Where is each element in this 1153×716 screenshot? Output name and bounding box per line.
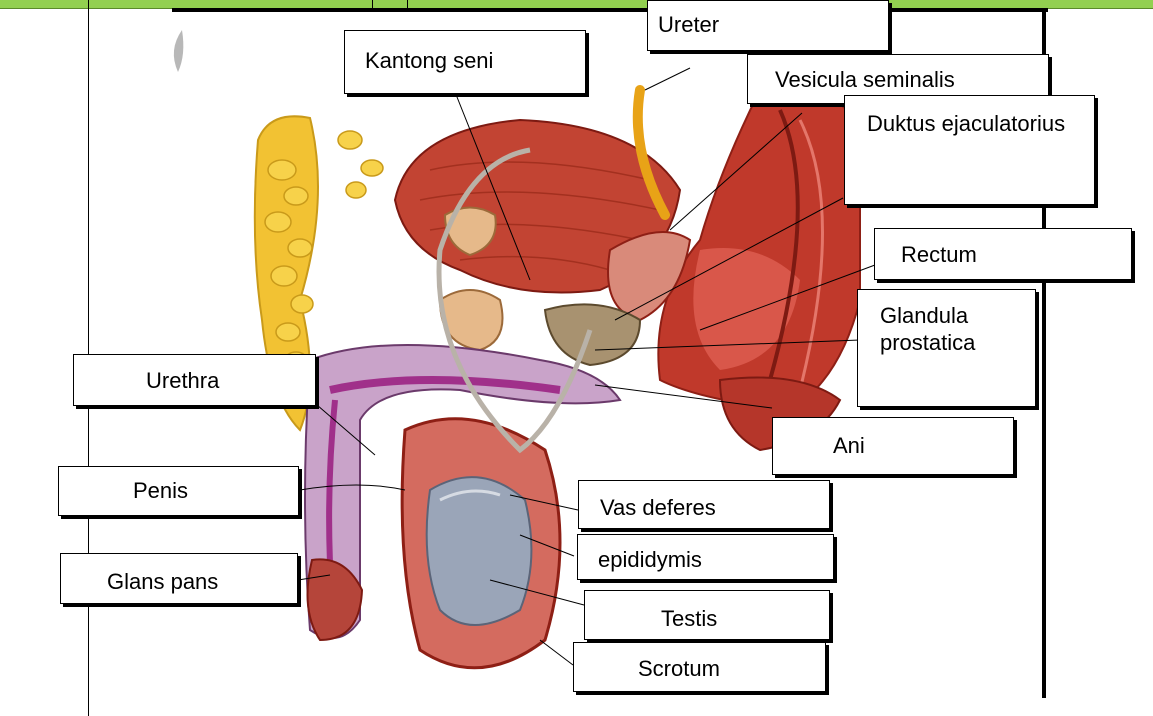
label-ani: Ani bbox=[772, 417, 1014, 475]
label-glans-pans: Glans pans bbox=[60, 553, 298, 604]
label-ureter: Ureter bbox=[647, 0, 889, 51]
label-vas-deferes: Vas deferes bbox=[578, 480, 830, 529]
grey-crescent-mark bbox=[174, 30, 184, 72]
label-rectum: Rectum bbox=[874, 228, 1132, 280]
label-urethra: Urethra bbox=[73, 354, 316, 406]
label-testis: Testis bbox=[584, 590, 830, 640]
label-scrotum: Scrotum bbox=[573, 642, 826, 692]
label-epididymis: epididymis bbox=[577, 534, 834, 580]
label-penis: Penis bbox=[58, 466, 299, 516]
label-duktus-ejaculatorius: Duktus ejaculatorius bbox=[844, 95, 1095, 205]
label-glandula-prostatica: Glandula prostatica bbox=[857, 289, 1036, 407]
label-kantong-seni: Kantong seni bbox=[344, 30, 586, 94]
prostate bbox=[545, 304, 640, 365]
